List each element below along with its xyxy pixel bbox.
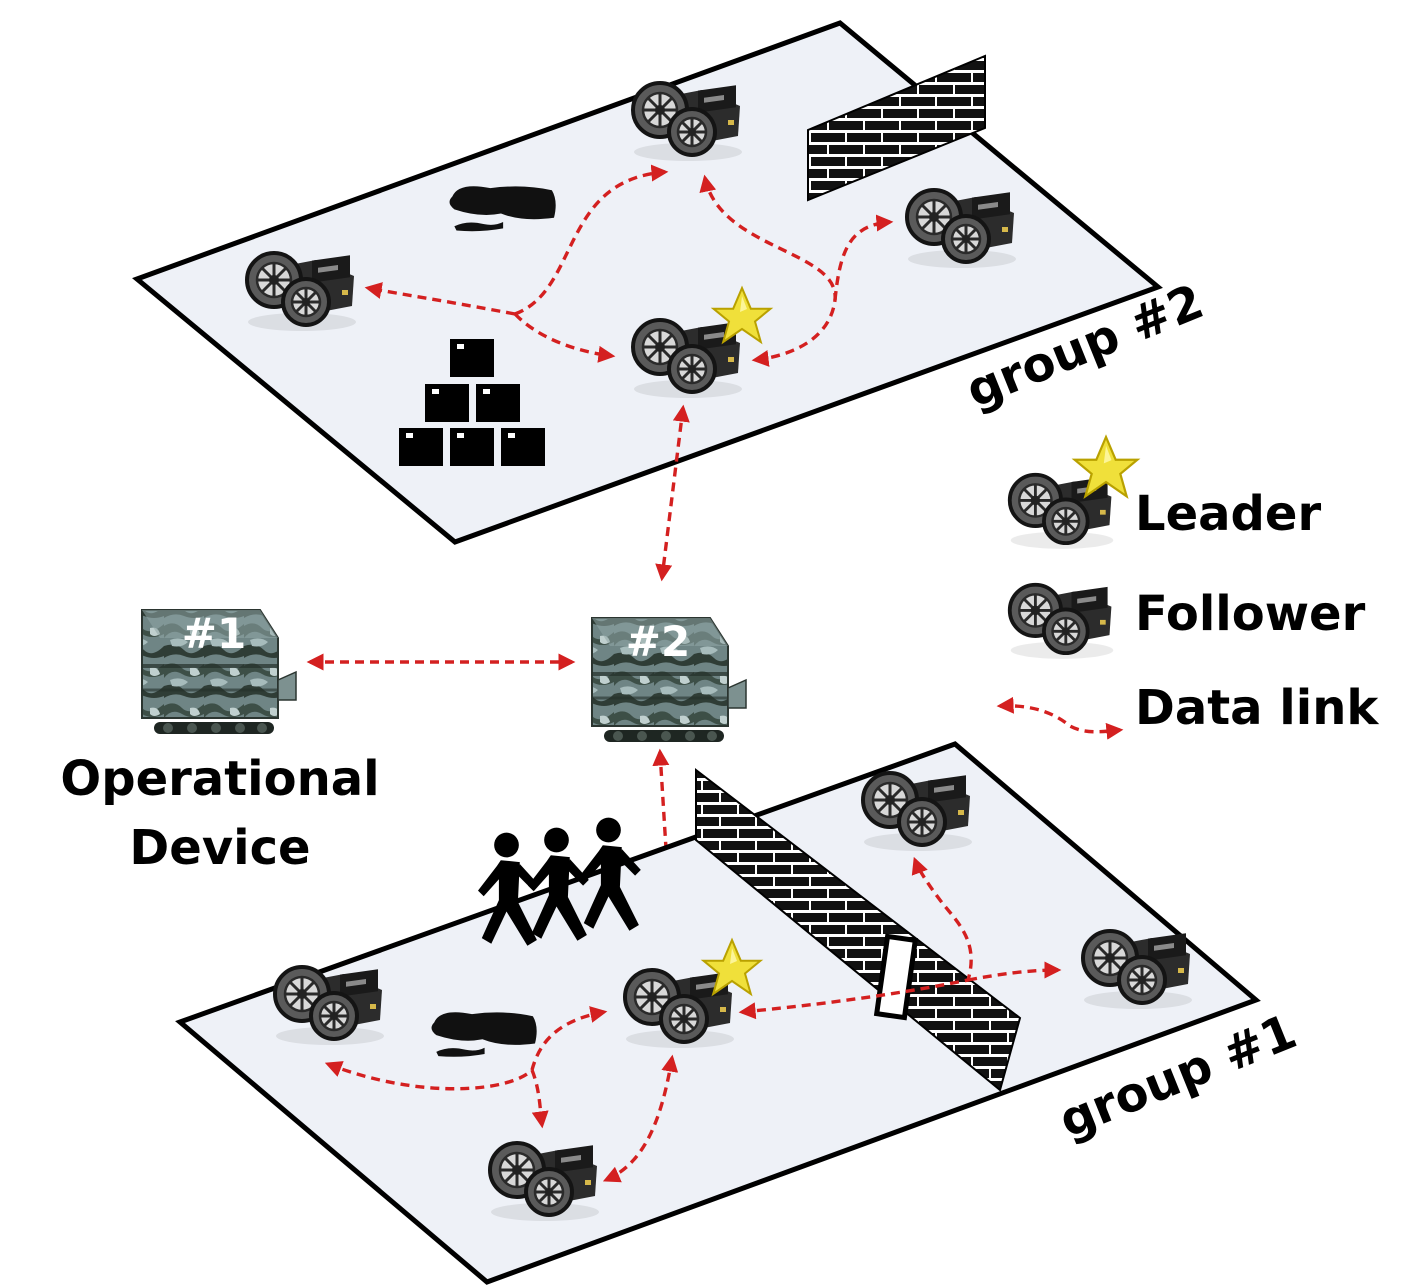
brick-wall-icon <box>807 54 986 202</box>
legend-data-link-icon <box>996 696 1124 740</box>
follower-robot <box>905 188 1018 270</box>
legend-data-link-label: Data link <box>1135 680 1379 736</box>
legend: Leader Follower Data link <box>996 435 1379 740</box>
group-1-data-links <box>324 856 1062 1183</box>
camouflage-vehicle-icon-1: #1 <box>140 608 298 736</box>
legend-leader-icon <box>1007 435 1139 551</box>
follower-robot <box>631 81 744 163</box>
device-2-label: #2 <box>626 617 690 666</box>
camouflage-vehicle-icon-2: #2 <box>590 616 748 744</box>
device-1-label: #1 <box>182 609 246 658</box>
follower-robot <box>245 251 358 333</box>
follower-robot <box>273 965 386 1047</box>
follower-robot <box>861 771 974 853</box>
legend-follower-icon <box>1007 582 1116 661</box>
operational-device-caption-line2: Device <box>129 820 310 876</box>
stacked-boxes-icon <box>399 339 545 466</box>
operational-device-caption-line1: Operational <box>60 751 379 807</box>
group-2-data-links <box>364 164 894 367</box>
legend-leader-label: Leader <box>1135 486 1321 542</box>
follower-robot <box>488 1141 601 1223</box>
follower-robot <box>1081 929 1194 1011</box>
legend-follower-label: Follower <box>1135 586 1366 642</box>
